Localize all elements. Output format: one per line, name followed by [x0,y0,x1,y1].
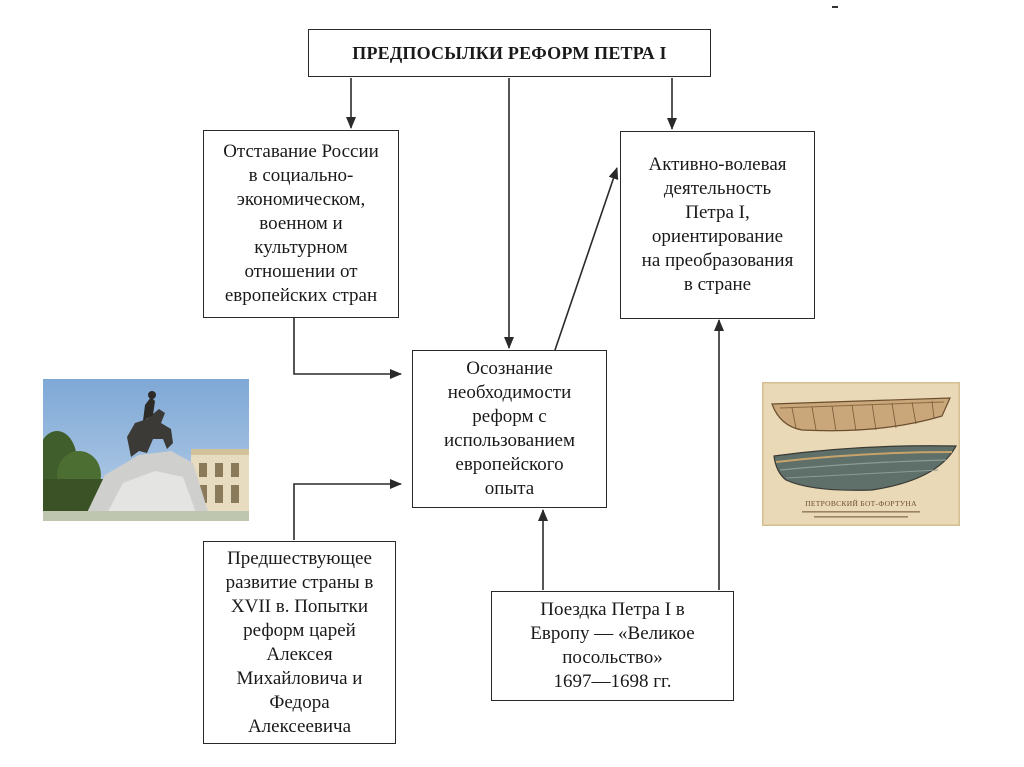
bronze-horseman-monument-icon [43,379,249,521]
arrow-previous-to-awareness [293,479,402,540]
diagram-title: ПРЕДПОСЫЛКИ РЕФОРМ ПЕТРА I [352,43,667,63]
embassy-box: Поездка Петра I в Европу — «Великое посо… [491,591,734,701]
activity-text: Активно-волевая деятельность Петра I, ор… [641,154,794,295]
boat-fortuna-drawing-icon: ПЕТРОВСКИЙ БОТ-ФОРТУНА [762,382,960,526]
embassy-text: Поездка Петра I в Европу — «Великое посо… [530,599,695,692]
activity-box: Активно-волевая деятельность Петра I, ор… [620,131,815,319]
previous-text: Предшествующее развитие страны в XVII в.… [225,547,374,737]
previous-box: Предшествующее развитие страны в XVII в.… [203,541,396,744]
arrow-awareness-to-activity [554,167,619,351]
corner-mark [832,6,838,8]
arrow-lag-to-awareness [293,318,402,379]
boat-caption: ПЕТРОВСКИЙ БОТ-ФОРТУНА [805,499,917,508]
lag-box: Отставание России в социально- экономиче… [203,130,399,318]
lag-text: Отставание России в социально- экономиче… [223,141,379,306]
awareness-box: Осознание необходимости реформ с использ… [412,350,607,508]
title-box: ПРЕДПОСЫЛКИ РЕФОРМ ПЕТРА I [308,29,711,77]
awareness-text: Осознание необходимости реформ с использ… [443,358,575,499]
